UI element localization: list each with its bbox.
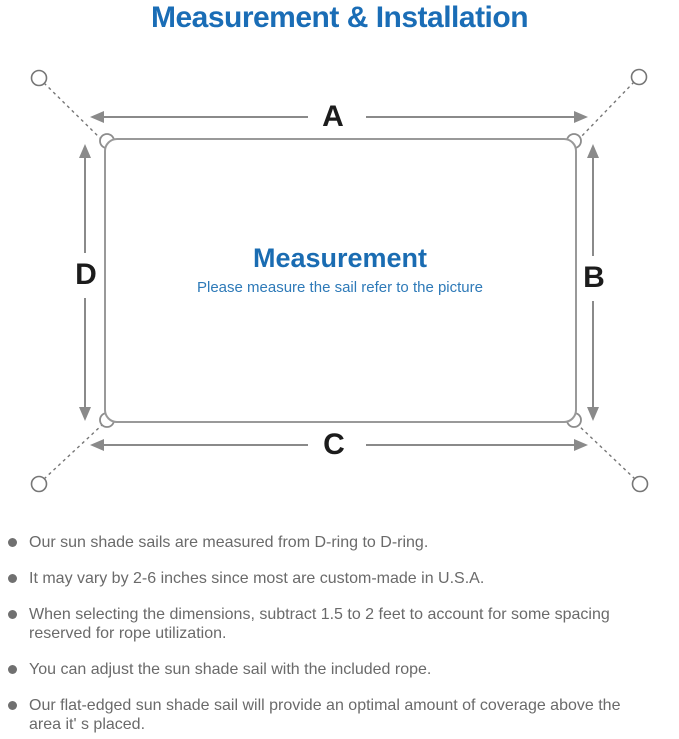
- note-text: You can adjust the sun shade sail with t…: [29, 661, 432, 678]
- rope-line-bottom-left: [43, 424, 103, 480]
- arrow-a-head-right: [574, 111, 588, 123]
- arrow-d-head-top: [79, 144, 91, 158]
- rope-line-bottom-right: [577, 424, 636, 480]
- anchor-ring-icon-bottom-left: [30, 475, 48, 493]
- measurement-diagram: A B C D Measurement Please measure the s…: [0, 55, 679, 510]
- dimension-label-d: D: [75, 258, 97, 291]
- bullet-icon: [8, 538, 17, 547]
- measurement-note-title: Measurement: [252, 243, 428, 273]
- bullet-icon: [8, 610, 17, 619]
- arrow-c-head-right: [574, 439, 588, 451]
- dimension-arrows: [79, 111, 599, 451]
- dimension-label-c: C: [323, 428, 345, 461]
- notes-list: Our sun shade sails are measured from D-…: [8, 533, 647, 739]
- rope-dashed-lines: [43, 81, 636, 480]
- anchor-ring-icon-top-left: [30, 69, 48, 87]
- rope-line-top-left: [43, 82, 103, 141]
- list-item: You can adjust the sun shade sail with t…: [8, 660, 647, 679]
- anchor-ring-icon-bottom-right: [631, 475, 649, 493]
- arrow-b-head-bottom: [587, 407, 599, 421]
- arrow-d-head-bottom: [79, 407, 91, 421]
- page-title: Measurement & Installation: [150, 1, 529, 34]
- sail-outline: [104, 138, 577, 423]
- dimension-label-a: A: [322, 100, 344, 133]
- bullet-icon: [8, 701, 17, 710]
- bullet-icon: [8, 665, 17, 674]
- rope-line-top-right: [577, 81, 635, 141]
- arrow-c-head-left: [90, 439, 104, 451]
- arrow-a-head-left: [90, 111, 104, 123]
- note-text: Our flat-edged sun shade sail will provi…: [29, 697, 621, 733]
- note-text: When selecting the dimensions, subtract …: [29, 606, 610, 642]
- list-item: Our flat-edged sun shade sail will provi…: [8, 696, 647, 734]
- note-text: Our sun shade sails are measured from D-…: [29, 534, 429, 551]
- bullet-icon: [8, 574, 17, 583]
- arrow-b-head-top: [587, 144, 599, 158]
- sail-diagram-canvas: [30, 68, 649, 493]
- anchor-rings: [30, 68, 649, 493]
- anchor-ring-icon-top-right: [630, 68, 648, 86]
- list-item: It may vary by 2-6 inches since most are…: [8, 569, 647, 588]
- measurement-note-subtitle: Please measure the sail refer to the pic…: [197, 279, 483, 296]
- note-text: It may vary by 2-6 inches since most are…: [29, 570, 485, 587]
- dimension-label-b: B: [583, 261, 605, 294]
- list-item: Our sun shade sails are measured from D-…: [8, 533, 647, 552]
- list-item: When selecting the dimensions, subtract …: [8, 605, 647, 643]
- measurement-note: Measurement Please measure the sail refe…: [140, 243, 540, 297]
